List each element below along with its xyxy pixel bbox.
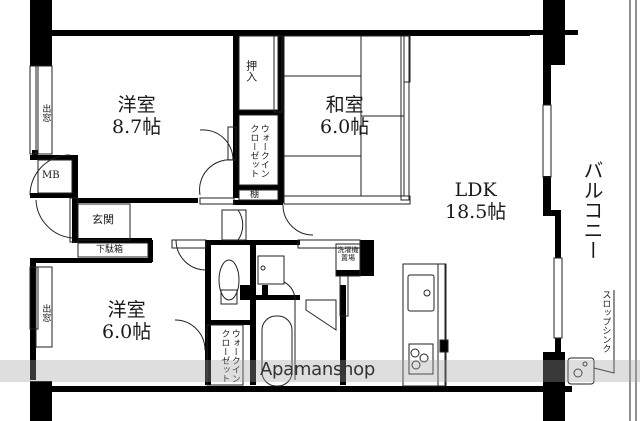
- watermark-band: [0, 360, 640, 382]
- oshiire-label: 押入: [244, 60, 258, 82]
- right-column: [543, 0, 565, 65]
- western-room-2-label: 洋室 6.0帖: [102, 299, 152, 343]
- washer-space-label: 洗濯機置場: [337, 246, 359, 263]
- bay-window-2-label: 出窓: [40, 304, 51, 322]
- walk-in-closet-1-label: ウォークインクローゼット: [248, 124, 269, 178]
- bay-window-1-label: 出窓: [40, 104, 51, 122]
- shoe-box-label: 下駄箱: [96, 245, 124, 255]
- balcony-label: バルコニー: [580, 160, 604, 260]
- left-bottom-column: [30, 381, 52, 421]
- mb-label: MB: [42, 170, 60, 181]
- left-column: [30, 0, 52, 66]
- western-room-1-label: 洋室 8.7帖: [112, 94, 162, 138]
- japanese-room-label: 和室 6.0帖: [320, 94, 370, 138]
- ldk-label: LDK 18.5帖: [445, 179, 507, 223]
- slop-sink-label: スロップシンク: [600, 290, 611, 353]
- bottom-wall: [52, 386, 572, 392]
- walk-in-closet-2-label: ウォークインクローゼット: [219, 329, 240, 383]
- entrance-label: 玄関: [92, 213, 114, 226]
- shelf-label: 棚: [250, 190, 260, 200]
- watermark: Apamanshop: [260, 359, 375, 380]
